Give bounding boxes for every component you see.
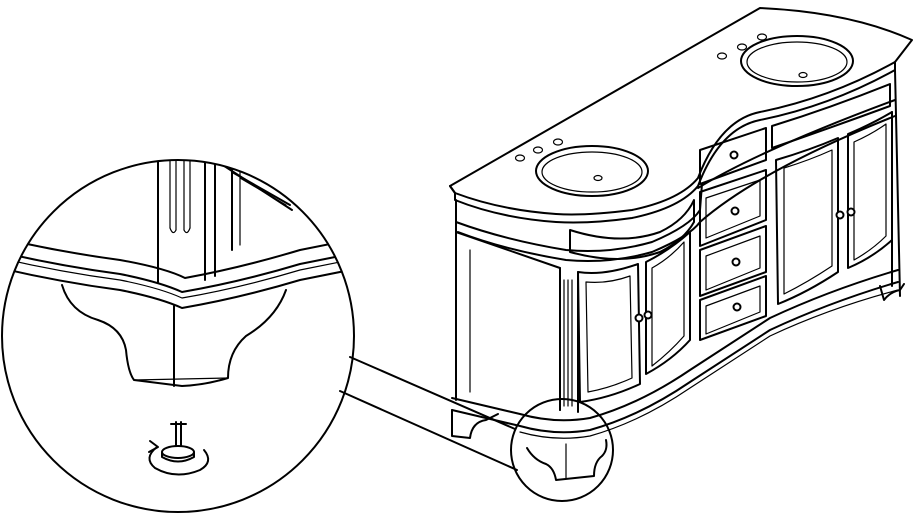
knob-icon <box>732 302 742 312</box>
faucet-holes <box>514 33 768 162</box>
detail-magnifier <box>1 159 355 513</box>
rotation-arrow-icon <box>148 440 210 476</box>
countertop <box>449 7 913 216</box>
detail-content <box>2 160 354 476</box>
side-panel <box>455 199 561 411</box>
knob-icon <box>846 207 856 217</box>
detail-leader-lines <box>339 356 518 471</box>
door-right-a <box>775 137 839 305</box>
base-moulding <box>451 269 899 422</box>
detail-base-moulding <box>2 237 354 309</box>
vanity-cabinet <box>449 7 913 439</box>
knob-icon <box>634 313 644 323</box>
drawer-right-top <box>771 83 891 149</box>
knob-icon <box>731 257 741 267</box>
knob-icon <box>835 210 845 220</box>
knob-icon <box>729 150 739 160</box>
leveling-foot-icon <box>161 421 195 463</box>
foot-right-back <box>879 283 905 301</box>
sink-left <box>535 145 649 197</box>
detail-pilaster <box>157 160 206 283</box>
detail-door-frame <box>214 160 293 277</box>
door-left-b <box>645 231 691 375</box>
front-pilaster <box>559 267 579 413</box>
detail-foot <box>61 284 287 387</box>
foot-left-back <box>451 409 499 439</box>
door-left-a <box>577 263 641 403</box>
countertop-edge <box>454 61 896 224</box>
knob-icon <box>730 206 740 216</box>
center-drawers <box>699 127 767 341</box>
door-right-b <box>847 111 893 269</box>
drawer-left-top <box>569 199 695 260</box>
detail-circle <box>1 159 355 513</box>
knob-icon <box>643 310 653 320</box>
sink-right <box>740 35 854 87</box>
detail-callout-circle <box>510 398 614 502</box>
